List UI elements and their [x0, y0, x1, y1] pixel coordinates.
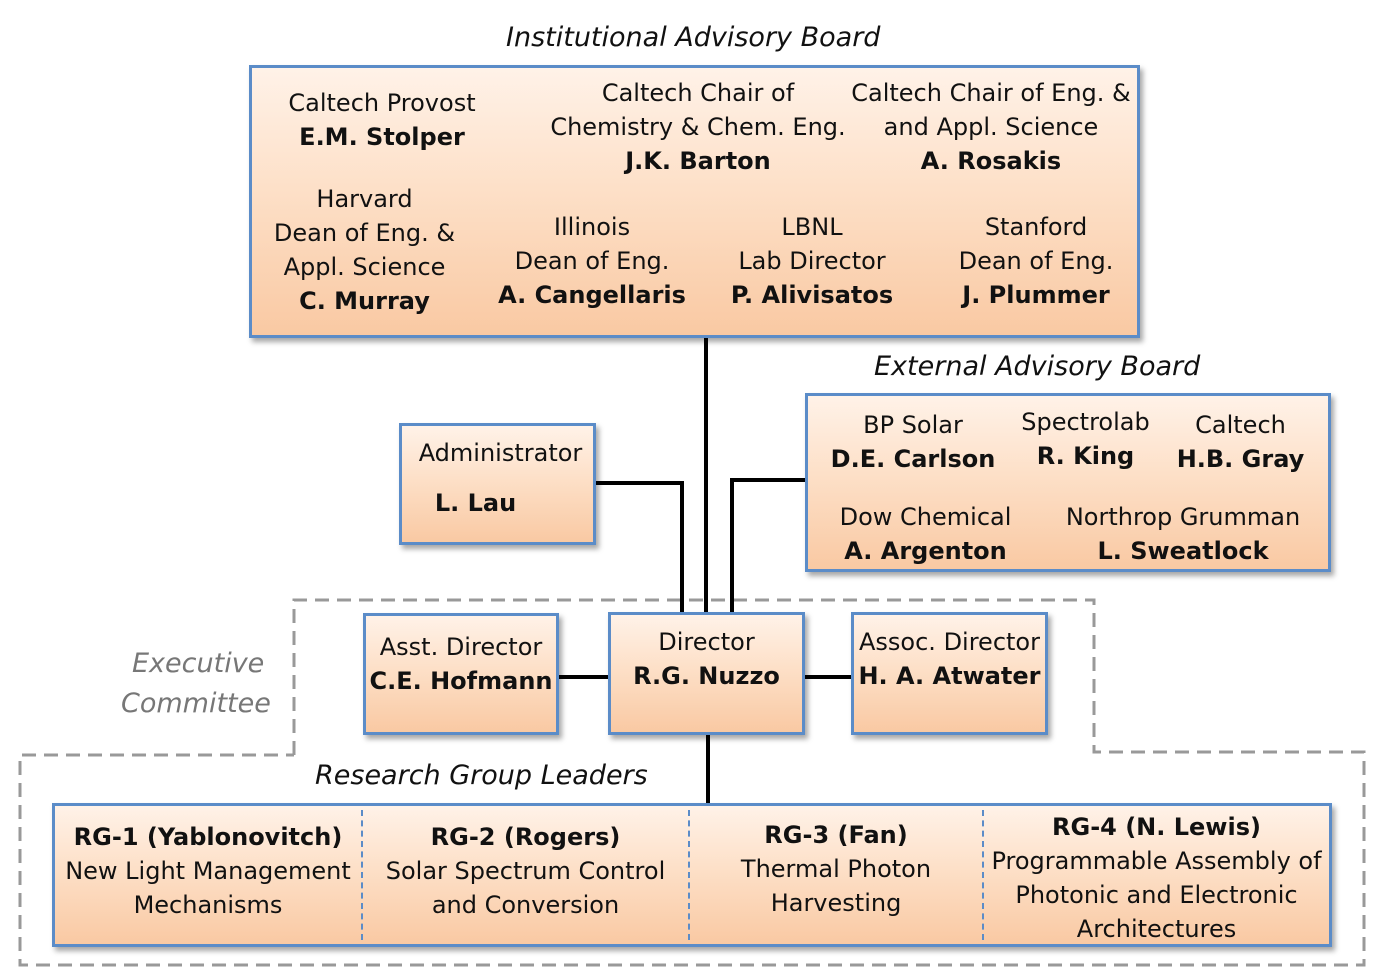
- connector-external-h: [730, 478, 806, 482]
- connector-institutional-director: [704, 338, 708, 614]
- member-bp-solar: BP Solar D.E. Carlson: [830, 411, 996, 473]
- institutional-board-title: Institutional Advisory Board: [506, 22, 881, 53]
- research-group-divider-3: [982, 810, 984, 940]
- asst-director-box: Asst. Director C.E. Hofmann: [363, 613, 559, 735]
- member-illinois-dean: Illinois Dean of Eng. A. Cangellaris: [498, 213, 686, 309]
- member-stanford-dean: Stanford Dean of Eng. J. Plummer: [958, 213, 1114, 309]
- connector-director-research: [706, 734, 710, 804]
- administrator-name: L. Lau: [434, 489, 517, 517]
- executive-committee-label-2: Committee: [121, 688, 271, 719]
- connector-admin-v: [680, 481, 684, 614]
- executive-committee-outline: [18, 598, 1366, 967]
- member-caltech-chem-chair: Caltech Chair of Chemistry & Chem. Eng. …: [550, 79, 846, 175]
- administrator-role: Administrator: [418, 439, 583, 467]
- executive-committee-label-1: Executive: [132, 648, 265, 679]
- connector-assoc-director: [804, 675, 852, 679]
- external-board-box: BP Solar D.E. Carlson Spectrolab R. King…: [805, 393, 1331, 572]
- research-group-3: RG-3 (Fan) Thermal Photon Harvesting: [740, 821, 932, 917]
- assoc-director-box: Assoc. Director H. A. Atwater: [851, 612, 1048, 735]
- research-group-1: RG-1 (Yablonovitch) New Light Management…: [65, 823, 351, 919]
- asst-director-entry: Asst. Director C.E. Hofmann: [369, 633, 553, 695]
- assoc-director-entry: Assoc. Director H. A. Atwater: [858, 628, 1041, 690]
- member-spectrolab: Spectrolab R. King: [1021, 408, 1150, 470]
- research-groups-box: RG-1 (Yablonovitch) New Light Management…: [52, 803, 1332, 947]
- research-group-4: RG-4 (N. Lewis) Programmable Assembly of…: [991, 813, 1322, 943]
- director-box: Director R.G. Nuzzo: [608, 612, 805, 735]
- research-groups-title: Research Group Leaders: [315, 760, 648, 791]
- member-harvard-dean: Harvard Dean of Eng. & Appl. Science C. …: [273, 185, 456, 315]
- member-dow-chemical: Dow Chemical A. Argenton: [839, 503, 1012, 565]
- member-lbnl-director: LBNL Lab Director P. Alivisatos: [730, 213, 894, 309]
- connector-asst-director: [558, 675, 610, 679]
- member-caltech-provost: Caltech Provost E.M. Stolper: [288, 89, 476, 151]
- administrator-box: Administrator L. Lau: [399, 423, 596, 545]
- research-group-divider-2: [688, 810, 690, 940]
- member-caltech-external: Caltech H.B. Gray: [1176, 411, 1305, 473]
- connector-admin-h: [595, 481, 682, 485]
- external-board-title: External Advisory Board: [874, 351, 1201, 382]
- research-group-divider-1: [361, 810, 363, 940]
- research-group-2: RG-2 (Rogers) Solar Spectrum Control and…: [385, 823, 666, 919]
- member-northrop-grumman: Northrop Grumman L. Sweatlock: [1065, 503, 1301, 565]
- connector-external-v: [730, 478, 734, 614]
- director-entry: Director R.G. Nuzzo: [633, 628, 780, 690]
- institutional-board-box: Caltech Provost E.M. Stolper Caltech Cha…: [249, 65, 1140, 338]
- member-caltech-eng-chair: Caltech Chair of Eng. & and Appl. Scienc…: [851, 79, 1131, 175]
